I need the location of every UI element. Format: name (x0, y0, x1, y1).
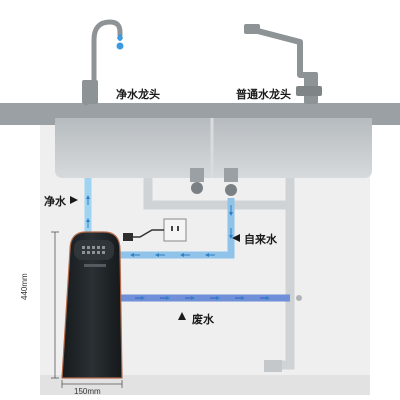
pure-water-label: 净水 (44, 195, 66, 208)
cabinet-floor (40, 375, 370, 395)
tap-water-label: 自来水 (244, 233, 277, 246)
normal-faucet-label: 普通水龙头 (236, 88, 291, 101)
label-arrows (70, 196, 240, 320)
angle-valves (190, 168, 238, 196)
height-dimension: 440mm (20, 273, 29, 300)
water-purifier (61, 231, 123, 379)
waste-water-label: 废水 (192, 313, 214, 326)
power-outlet (123, 218, 187, 242)
normal-faucet (244, 24, 322, 104)
drain-pipe-left (143, 178, 290, 210)
pure-water-faucet (82, 19, 124, 106)
width-dimension: 150mm (74, 387, 101, 396)
tap-water-line (98, 198, 235, 259)
pure-faucet-label: 净水龙头 (116, 88, 160, 101)
dimension-lines (51, 231, 123, 388)
